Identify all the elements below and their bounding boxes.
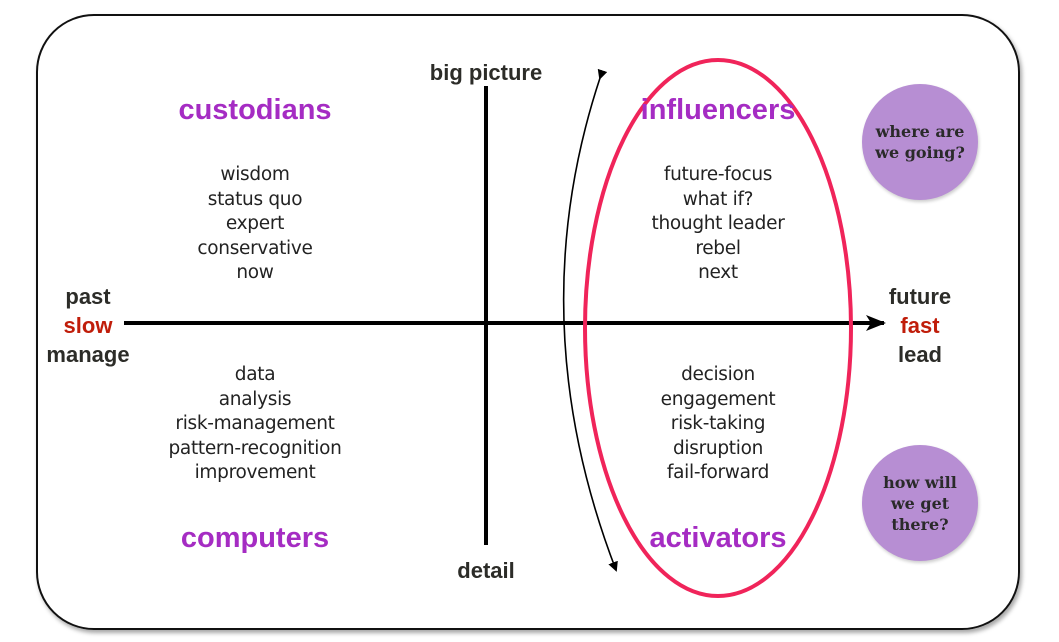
- list-item: improvement: [194, 462, 316, 483]
- bubble-line: there?: [891, 514, 949, 534]
- bubble-line: how will: [883, 472, 957, 492]
- list-item: wisdom: [220, 164, 290, 185]
- diagram-frame: [36, 14, 1020, 630]
- label-fast: fast: [900, 313, 940, 338]
- computers-list: data analysis risk-management pattern-re…: [168, 363, 341, 486]
- list-item: risk-taking: [670, 413, 766, 434]
- label-future: future: [888, 284, 952, 309]
- list-item: engagement: [660, 388, 776, 410]
- list-item: disruption: [672, 437, 764, 459]
- curved-double-arrow: [562, 68, 618, 572]
- list-item: thought leader: [651, 213, 785, 234]
- list-item: risk-management: [175, 413, 335, 434]
- label-slow: slow: [63, 313, 113, 338]
- list-item: expert: [225, 213, 285, 234]
- list-item: conservative: [197, 237, 313, 259]
- axis-label-big-picture: big picture: [429, 60, 543, 85]
- list-item: status quo: [207, 188, 303, 210]
- quadrant-title-activators: activators: [649, 522, 787, 554]
- list-item: what if?: [682, 188, 754, 210]
- bubble-line: where are: [875, 122, 965, 141]
- axis-label-detail: detail: [457, 558, 515, 583]
- bubble-line: we going?: [875, 143, 965, 162]
- list-item: now: [236, 262, 274, 283]
- custodians-list: wisdom status quo expert conservative no…: [197, 163, 313, 286]
- list-item: analysis: [218, 388, 292, 410]
- highlight-ellipse: [583, 58, 853, 598]
- list-item: future-focus: [663, 164, 773, 185]
- label-past: past: [65, 284, 111, 309]
- activators-list: decision engagement risk-taking disrupti…: [661, 363, 776, 486]
- quadrant-title-influencers: influencers: [640, 94, 796, 126]
- label-manage: manage: [46, 342, 130, 367]
- quadrant-title-custodians: custodians: [178, 94, 332, 126]
- label-lead: lead: [897, 342, 943, 367]
- list-item: fail-forward: [666, 462, 770, 483]
- quadrant-title-computers: computers: [180, 522, 330, 554]
- list-item: rebel: [695, 237, 741, 259]
- bubble-line: we get: [890, 493, 950, 513]
- bubble-how-will-we-get-there: how will we get there?: [862, 445, 978, 561]
- list-item: decision: [681, 364, 755, 385]
- bubble-where-are-we-going: where are we going?: [862, 84, 978, 200]
- influencers-list: future-focus what if? thought leader reb…: [651, 163, 784, 286]
- list-item: pattern-recognition: [168, 437, 342, 459]
- list-item: data: [234, 364, 276, 385]
- list-item: next: [698, 262, 738, 283]
- axis-label-right: future fast lead: [889, 282, 951, 369]
- axis-label-left: past slow manage: [46, 282, 129, 369]
